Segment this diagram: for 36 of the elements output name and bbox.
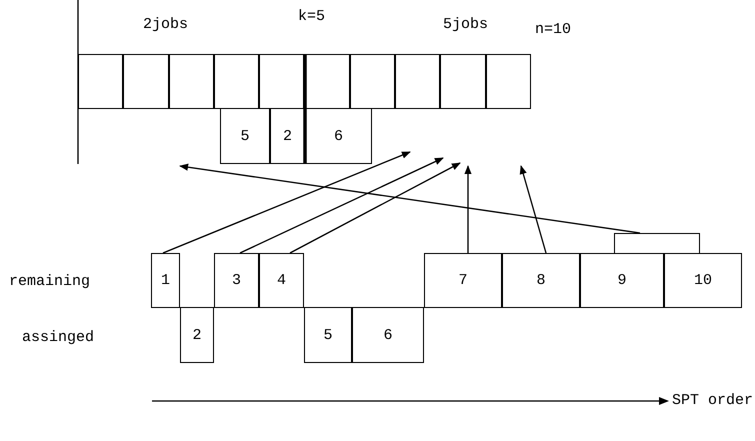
job-cell: 9 — [580, 253, 664, 308]
empty-cell — [440, 54, 486, 109]
job-cell: 6 — [352, 307, 424, 363]
empty-cell — [304, 54, 350, 109]
count-label: 2jobs — [143, 15, 188, 35]
arrow — [290, 162, 461, 254]
empty-cell — [350, 54, 396, 109]
arrow — [464, 165, 472, 253]
arrow — [179, 164, 640, 234]
job-cell: 8 — [502, 253, 580, 308]
empty-cell — [395, 54, 440, 109]
job-cell: 6 — [305, 108, 372, 164]
empty-cell — [123, 54, 169, 109]
job-cell: 7 — [424, 253, 502, 308]
count-label: 5jobs — [443, 15, 488, 35]
empty-cell — [78, 54, 124, 109]
job-cell: 2 — [180, 307, 214, 363]
empty-cell — [214, 54, 260, 109]
k-label: k=5 — [298, 7, 326, 27]
n-label: n=10 — [535, 20, 572, 40]
arrow — [520, 165, 547, 254]
axis-label: SPT order — [672, 391, 754, 411]
job-cell: 2 — [270, 108, 305, 164]
job-cell: 5 — [220, 108, 270, 164]
empty-cell — [486, 54, 531, 109]
job-cell: 3 — [214, 253, 259, 308]
row-label: assinged — [22, 328, 94, 348]
arrow — [240, 157, 444, 254]
arrow — [162, 151, 411, 254]
job-cell: 4 — [259, 253, 304, 308]
empty-cell — [259, 54, 304, 109]
job-cell: 10 — [664, 253, 742, 308]
empty-cell — [168, 54, 214, 109]
job-cell: 1 — [151, 253, 180, 308]
row-label: remaining — [9, 272, 90, 292]
job-cell: 5 — [304, 307, 352, 363]
